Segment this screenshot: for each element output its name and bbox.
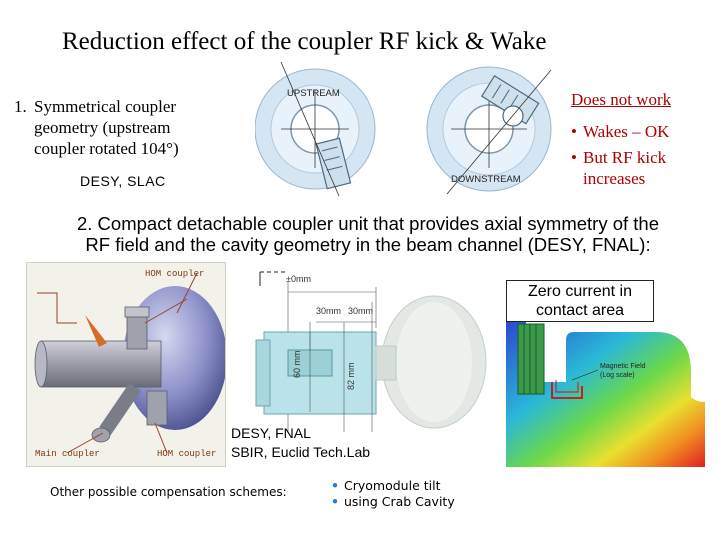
item-1-number: 1. bbox=[14, 97, 27, 116]
item-2-credit-line-1: DESY, FNAL bbox=[231, 425, 311, 441]
item-2-line-2: RF field and the cavity geometry in the … bbox=[85, 234, 651, 255]
option-bullet: • bbox=[331, 478, 339, 493]
bullet-dot: • bbox=[571, 148, 577, 167]
does-not-work-heading: Does not work bbox=[571, 90, 672, 109]
option-2-text: using Crab Cavity bbox=[344, 494, 455, 509]
hom-coupler-top-label: HOM coupler bbox=[145, 269, 205, 279]
field-legend-line-1: Magnetic Field bbox=[600, 363, 646, 370]
bullet-rf-kick-line-2: increases bbox=[583, 169, 646, 188]
item-2-line-1: 2. Compact detachable coupler unit that … bbox=[76, 213, 660, 234]
slide-title: Reduction effect of the coupler RF kick … bbox=[62, 28, 547, 55]
item-1-line-1: Symmetrical coupler bbox=[34, 97, 177, 116]
hom-coupler-bottom-label: HOM coupler bbox=[157, 449, 217, 459]
upstream-label: UPSTREAM bbox=[287, 88, 340, 99]
dimension-top-label: ±0mm bbox=[286, 274, 311, 284]
zero-current-line-1: Zero current in bbox=[527, 283, 633, 300]
option-crab-cavity: • using Crab Cavity bbox=[331, 494, 455, 509]
bullet-wakes-ok-text: Wakes – OK bbox=[583, 122, 670, 141]
bullet-wakes-ok: • Wakes – OK bbox=[571, 121, 669, 142]
item-1-text: Symmetrical coupler geometry (upstream c… bbox=[34, 96, 244, 159]
coupler-dimension-figure: ±0mm 30mm 30mm 60 mm 82 mm bbox=[226, 262, 506, 467]
zero-current-line-2: contact area bbox=[535, 302, 625, 319]
field-legend-line-2: (Log scale) bbox=[600, 372, 635, 379]
item-2-credit-line-2: SBIR, Euclid Tech.Lab bbox=[231, 444, 371, 460]
main-coupler-label: Main coupler bbox=[35, 449, 100, 459]
option-bullet: • bbox=[331, 494, 339, 509]
bullet-dot: • bbox=[571, 122, 577, 141]
item-2: 2. Compact detachable coupler unit that … bbox=[28, 213, 708, 255]
coupler-unit-drawing bbox=[27, 263, 225, 466]
dimension-60mm-label: 60 mm bbox=[292, 350, 302, 378]
dimension-30mm-label-b: 30mm bbox=[348, 306, 374, 316]
bullet-rf-kick-line-1: But RF kick bbox=[583, 148, 667, 167]
downstream-label: DOWNSTREAM bbox=[451, 174, 521, 185]
zero-current-callout: Zero current in contact area bbox=[506, 280, 654, 322]
coupler-cross-section-figure: UPSTREAM DOWNSTREAM bbox=[255, 62, 552, 197]
item-1-line-3: coupler rotated 104°) bbox=[34, 139, 179, 158]
bullet-rf-kick: • But RF kick increases bbox=[571, 147, 666, 189]
coupler-unit-3d-figure: HOM coupler Main coupler HOM coupler bbox=[26, 262, 226, 467]
option-cryomodule-tilt: • Cryomodule tilt bbox=[331, 478, 440, 493]
item-1-credit: DESY, SLAC bbox=[80, 173, 166, 189]
upstream-cavity-drawing: UPSTREAM bbox=[255, 62, 376, 197]
option-1-text: Cryomodule tilt bbox=[344, 478, 441, 493]
coupler-dimension-drawing bbox=[226, 262, 506, 467]
item-1: 1. Symmetrical coupler geometry (upstrea… bbox=[14, 96, 244, 159]
item-1-line-2: geometry (upstream bbox=[34, 118, 171, 137]
item-2-credit: DESY, FNAL SBIR, Euclid Tech.Lab bbox=[231, 424, 370, 462]
dimension-30mm-label-a: 30mm bbox=[316, 306, 342, 316]
downstream-cavity-drawing: DOWNSTREAM bbox=[426, 66, 552, 195]
other-schemes-label: Other possible compensation schemes: bbox=[50, 485, 287, 499]
dimension-82mm-label: 82 mm bbox=[346, 362, 356, 390]
